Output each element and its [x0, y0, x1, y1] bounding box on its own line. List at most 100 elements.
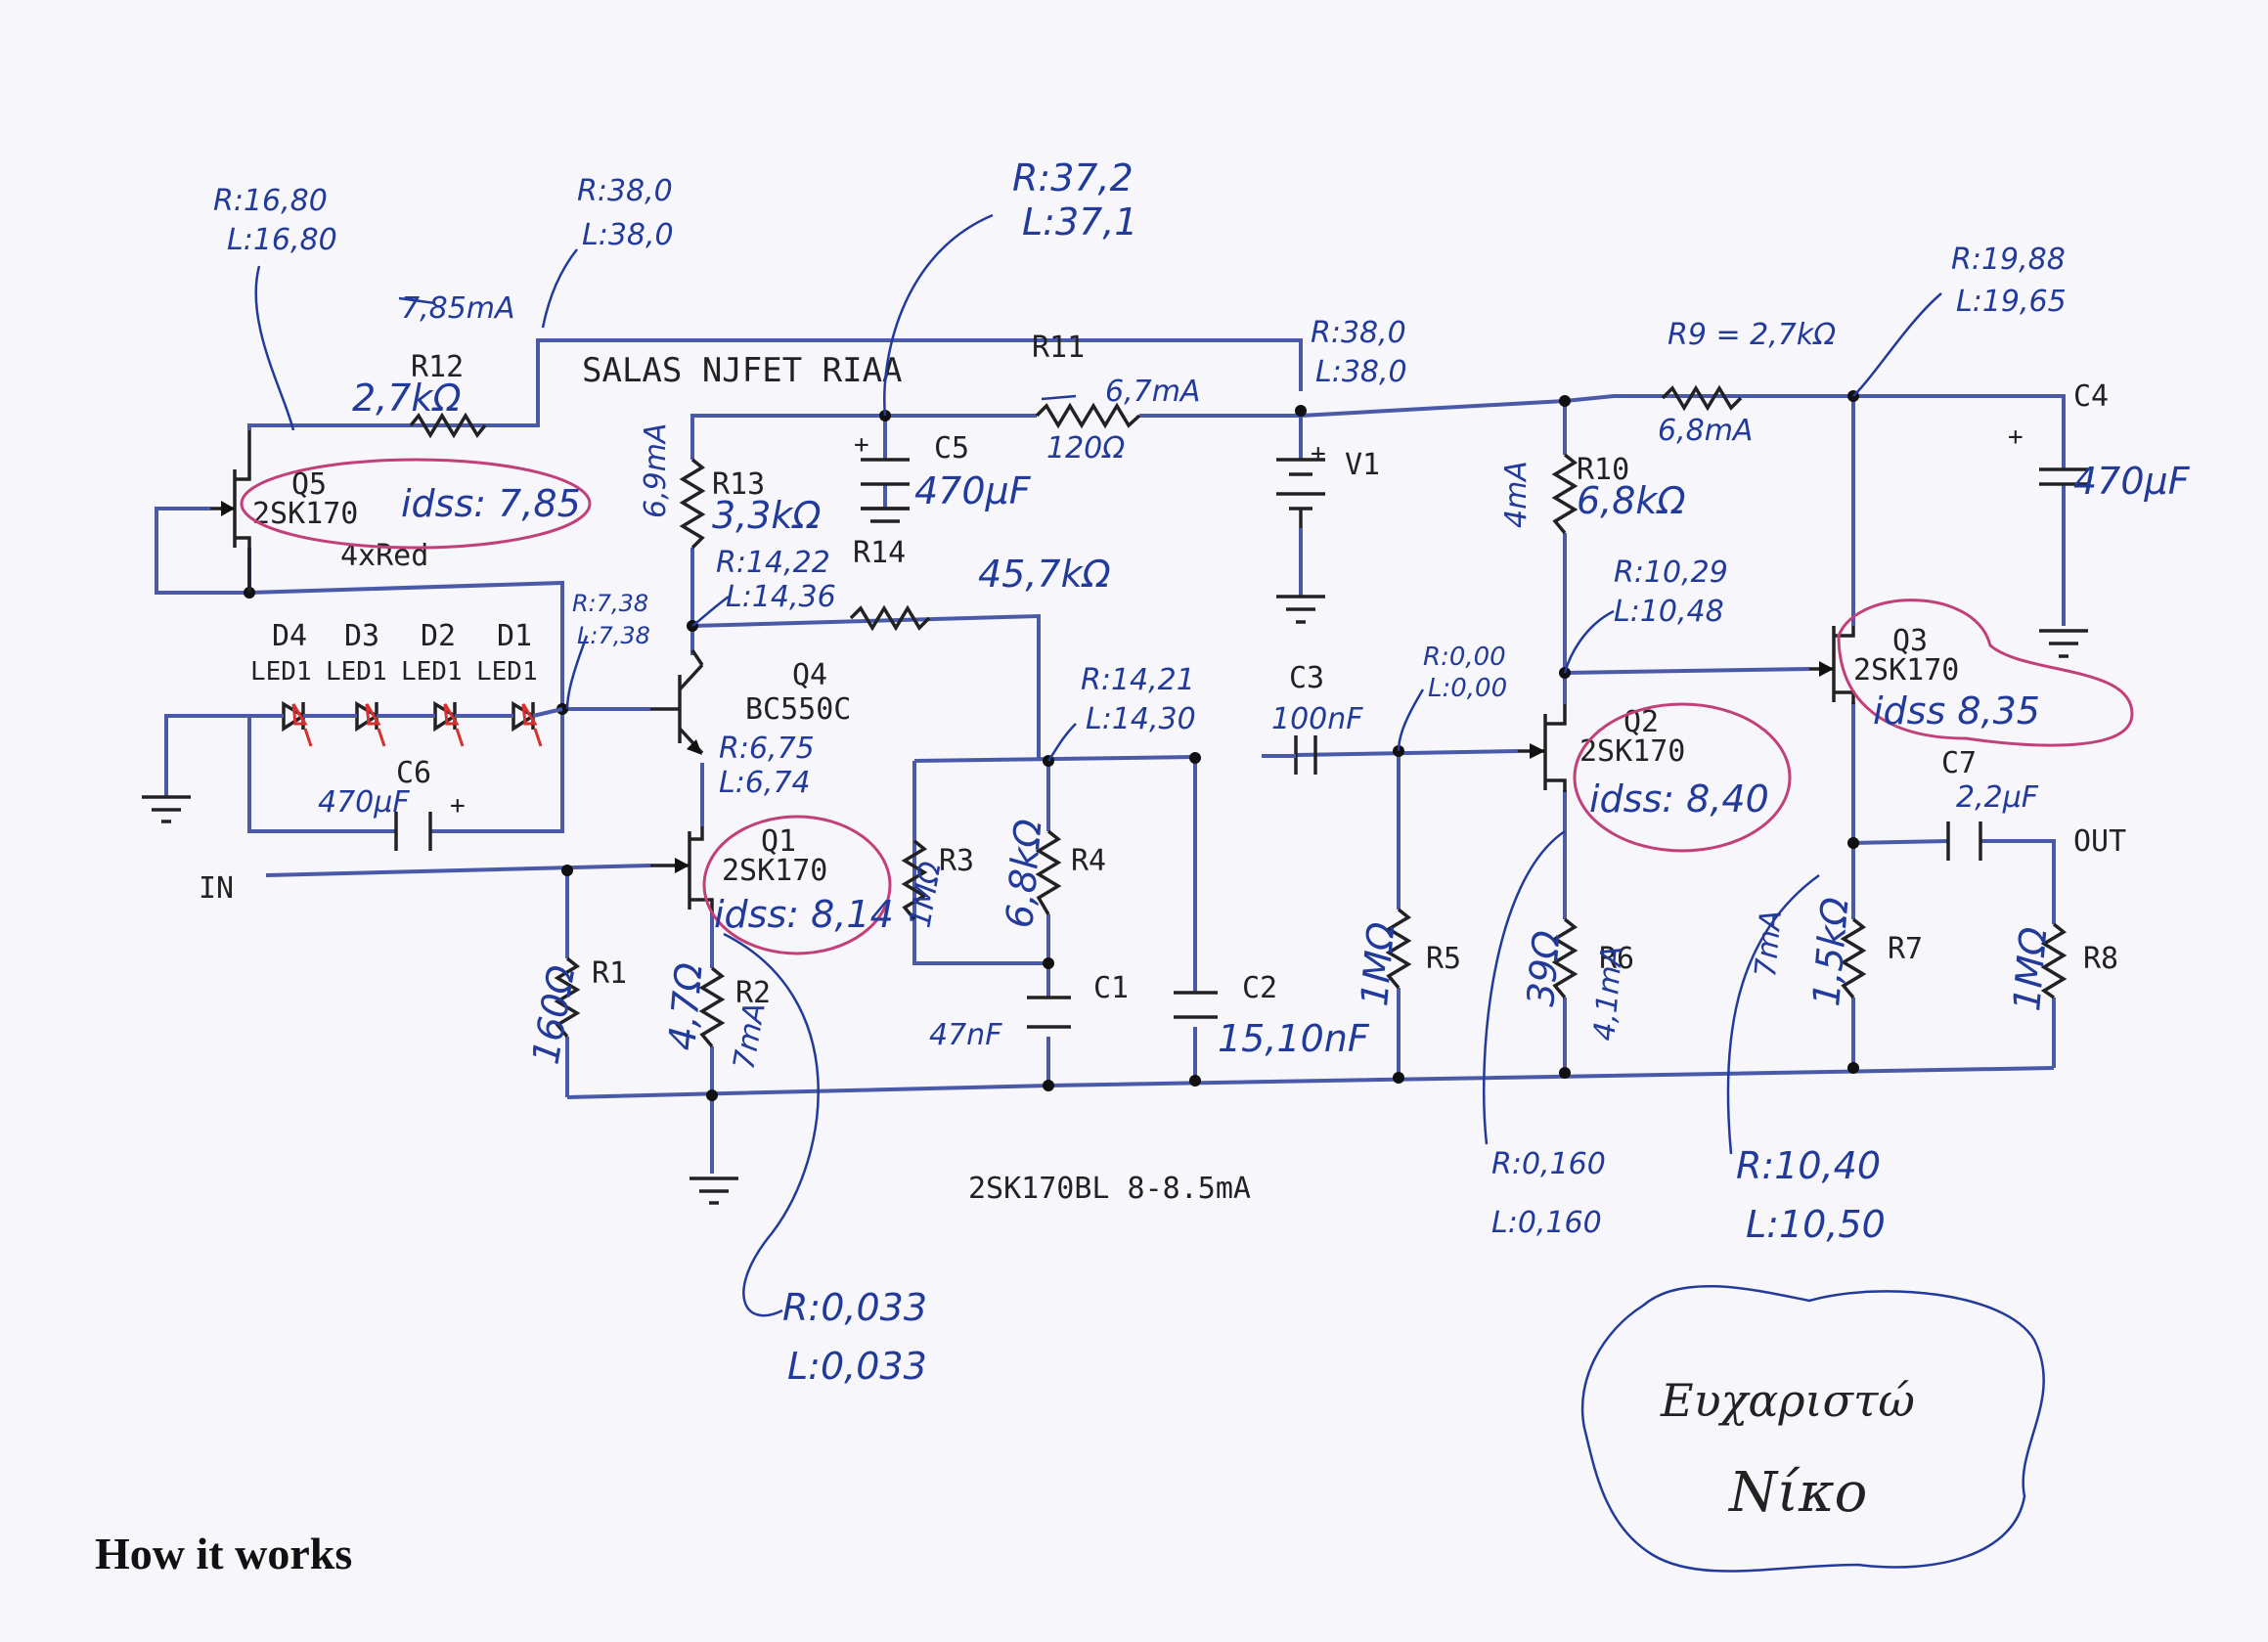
- circle-element: [1189, 1075, 1201, 1087]
- label-q1-type: 2SK170: [722, 854, 827, 888]
- text-element: 6,8kΩ: [998, 818, 1050, 930]
- q1-idss: idss: 8,14: [714, 893, 894, 936]
- circle-element: [1559, 1067, 1571, 1079]
- polyline-element: [1545, 704, 1567, 726]
- r11-symbol: [1035, 402, 1141, 429]
- text-element: 1MΩ: [1353, 920, 1402, 1008]
- printed-labels: SALAS NJFET RIAA 2SK170BL 8-8.5mA IN OUT…: [199, 331, 2126, 1206]
- r2-symbol: [698, 966, 726, 1048]
- text-element: L:38,0: [1315, 355, 1407, 389]
- q3-symbol: [1809, 626, 1855, 704]
- circle-element: [1559, 395, 1571, 407]
- text-element: 7mA: [727, 1000, 772, 1073]
- line-element: [1295, 749, 1519, 757]
- label-r13: R13: [712, 467, 765, 502]
- text-element: 39Ω: [1519, 929, 1569, 1008]
- label-out: OUT: [2073, 824, 2126, 859]
- text-element: R:6,75: [719, 732, 815, 766]
- line-element: [265, 864, 651, 877]
- text-element: 4,1mA: [1587, 945, 1629, 1043]
- text-element: L:6,74: [719, 766, 811, 800]
- path-element: [1726, 873, 1820, 1155]
- text-element: 470μF: [914, 469, 1032, 512]
- q3-idss: idss 8,35: [1873, 689, 2040, 732]
- text-element: L:14,36: [726, 580, 836, 614]
- label-r5: R5: [1426, 942, 1461, 976]
- text-element: 4,7Ω: [660, 961, 711, 1052]
- polyline-element: [1834, 626, 1855, 638]
- path-element: [691, 596, 730, 628]
- text-element: 1,5kΩ: [1804, 896, 1857, 1008]
- polygon-element: [687, 739, 702, 755]
- label-d2: D2: [421, 619, 456, 653]
- text-element: L:10,48: [1614, 595, 1724, 629]
- label-d1: D1: [497, 619, 532, 653]
- label-c7: C7: [1941, 746, 1977, 780]
- polyline-element: [1834, 690, 1855, 704]
- text-element: R:38,0: [577, 174, 673, 208]
- polygon-element: [1819, 661, 1834, 677]
- polygon-element: [1530, 743, 1545, 759]
- polyline-element: [247, 716, 396, 833]
- text-element: 6,8mA: [1658, 414, 1753, 448]
- label-c6: C6: [396, 756, 431, 790]
- circle-element: [1847, 1062, 1859, 1074]
- text-element: R:10,40: [1736, 1144, 1881, 1187]
- caption: How it works: [95, 1529, 352, 1578]
- path-element: [565, 635, 589, 710]
- path-element: [1852, 292, 1942, 397]
- label-r14: R14: [853, 536, 906, 570]
- text-element: 160Ω: [524, 962, 584, 1068]
- polyline-element: [1852, 839, 1949, 845]
- q5-idss: idss: 7,85: [401, 482, 581, 525]
- circle-element: [561, 865, 573, 876]
- text-element: 100nF: [1271, 702, 1363, 736]
- polygon-element: [675, 858, 689, 873]
- text-element: 1MΩ: [903, 859, 948, 930]
- q2-symbol: [1518, 704, 1567, 792]
- circle-element: [1847, 837, 1859, 849]
- q2-idss: idss: 8,40: [1589, 777, 1769, 821]
- line-element: [532, 707, 563, 718]
- g-element: [142, 795, 191, 823]
- label-q5: Q5: [291, 467, 327, 502]
- path-element: [365, 703, 386, 747]
- q1-symbol: [650, 826, 714, 914]
- label-d4: D4: [272, 619, 307, 653]
- label-c1: C1: [1093, 971, 1129, 1005]
- circle-element: [1393, 1072, 1404, 1084]
- text-element: L:37,1: [1022, 200, 1138, 244]
- grounds: [142, 507, 2088, 1205]
- thanks-bubble: [1580, 1284, 2045, 1573]
- text-element: R:38,0: [1311, 316, 1406, 350]
- label-q3: Q3: [1892, 624, 1928, 658]
- text-element: 4mA: [1499, 461, 1534, 528]
- q4-symbol: [650, 649, 704, 755]
- label-c2: C2: [1242, 971, 1277, 1005]
- polyline-element: [430, 709, 564, 833]
- polyline-element: [248, 580, 564, 709]
- text-element: 2,7kΩ: [352, 377, 461, 420]
- path-element: [521, 703, 543, 747]
- text-element: 1MΩ: [2005, 925, 2055, 1013]
- label-led3: LED1: [326, 657, 387, 687]
- r7-symbol: [1840, 917, 1867, 999]
- label-c3: C3: [1289, 661, 1324, 695]
- path-element: [541, 248, 578, 329]
- label-r3: R3: [939, 844, 974, 878]
- led-d1: [511, 700, 543, 747]
- polyline-element: [690, 414, 1037, 425]
- line-element: [690, 649, 704, 666]
- handwritten-annotations: idss: 7,85 idss: 8,14 idss: 8,40 idss 8,…: [213, 156, 2191, 1573]
- text-element: +: [450, 791, 466, 821]
- line-element: [678, 663, 704, 691]
- label-r2: R2: [735, 976, 771, 1010]
- text-element: 45,7kΩ: [978, 553, 1111, 596]
- text-element: R:10,29: [1614, 555, 1728, 590]
- r3-symbol: [901, 839, 928, 921]
- path-element: [1041, 394, 1077, 401]
- title: SALAS NJFET RIAA: [582, 351, 903, 390]
- circle-element: [1295, 405, 1307, 417]
- q2-idss-circle: [1573, 702, 1792, 853]
